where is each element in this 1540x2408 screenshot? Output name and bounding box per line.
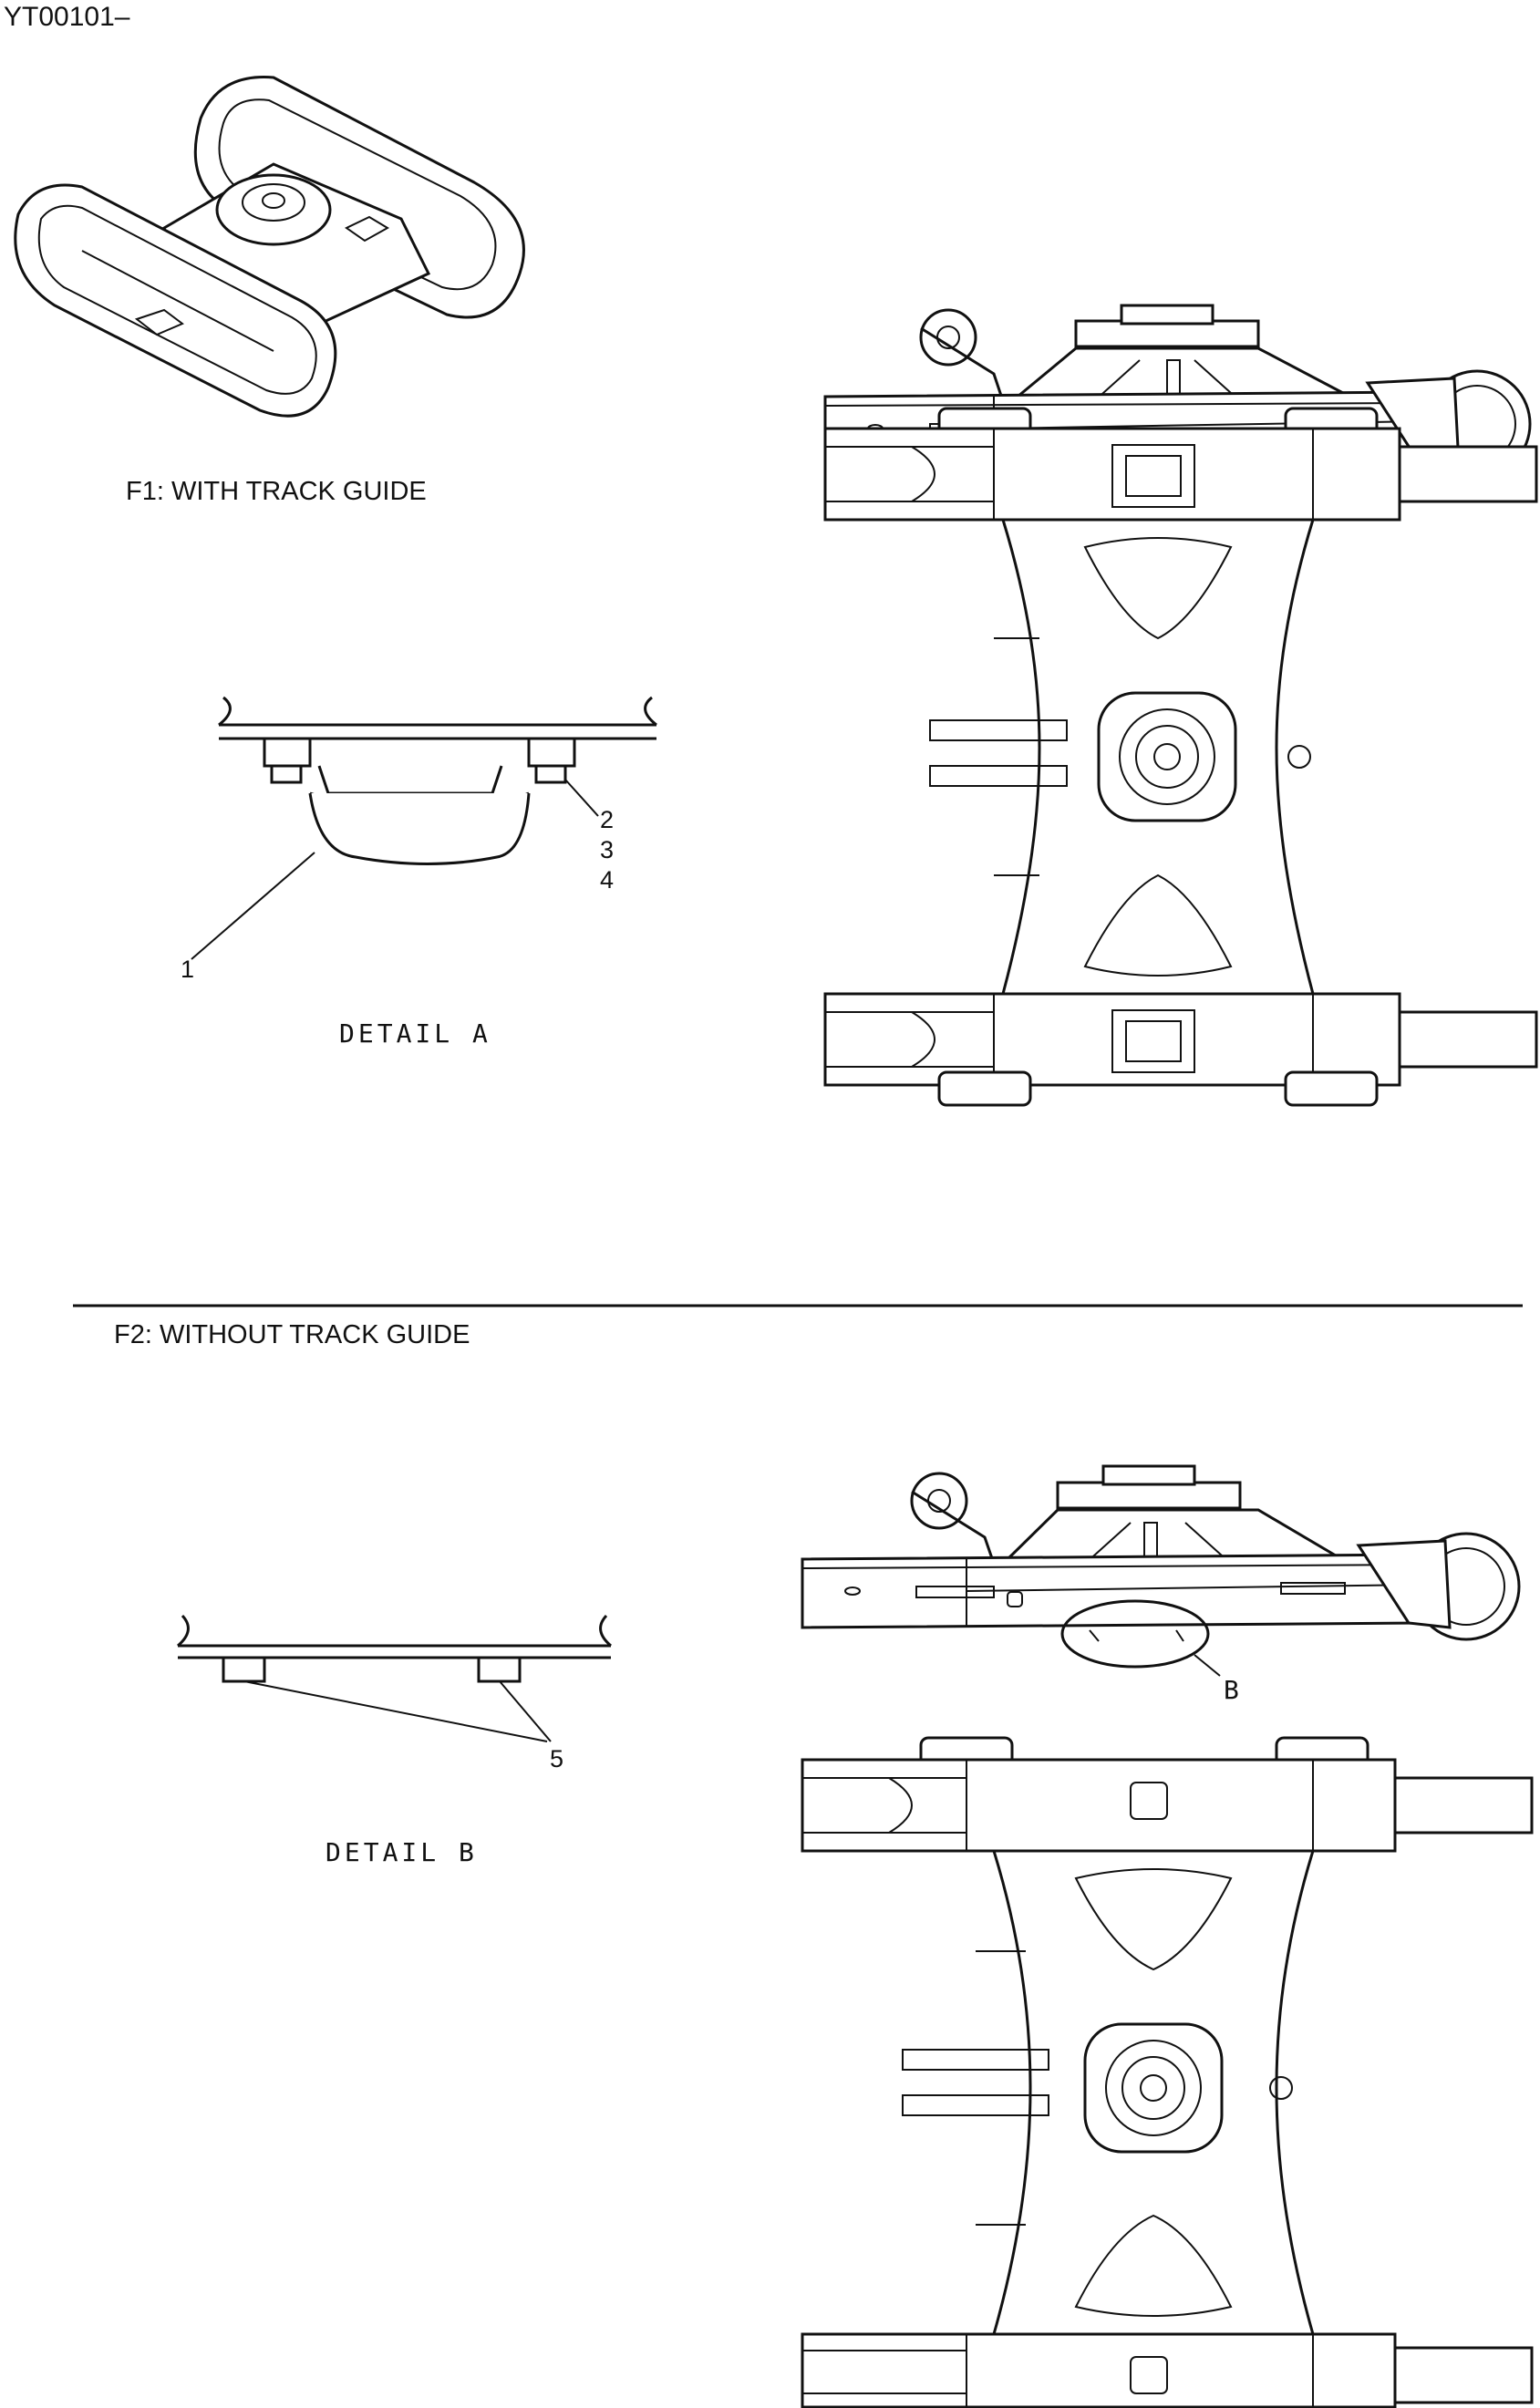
f1-plan-view-drawing (823, 407, 1538, 1107)
detail-b-callout: B (1224, 1675, 1239, 1705)
part-number-2: 2 (600, 806, 615, 833)
detail-b-label: DETAIL B (326, 1837, 478, 1867)
detail-a-drawing (191, 696, 657, 960)
detail-b-drawing (177, 1614, 612, 1742)
part-number-4: 4 (600, 866, 615, 894)
part-number-5: 5 (550, 1745, 564, 1772)
figure1-caption: F1: WITH TRACK GUIDE (126, 477, 427, 506)
undercarriage-isometric-drawing (14, 76, 525, 418)
detail-a-label: DETAIL A (339, 1018, 491, 1049)
f2-plan-view-drawing (801, 1736, 1534, 2408)
part-number-1: 1 (181, 956, 195, 983)
f2-side-view-drawing (801, 1464, 1521, 1677)
part-number-3: 3 (600, 836, 615, 863)
document-code: YT00101– (4, 2, 130, 32)
figure2-caption: F2: WITHOUT TRACK GUIDE (114, 1320, 470, 1349)
